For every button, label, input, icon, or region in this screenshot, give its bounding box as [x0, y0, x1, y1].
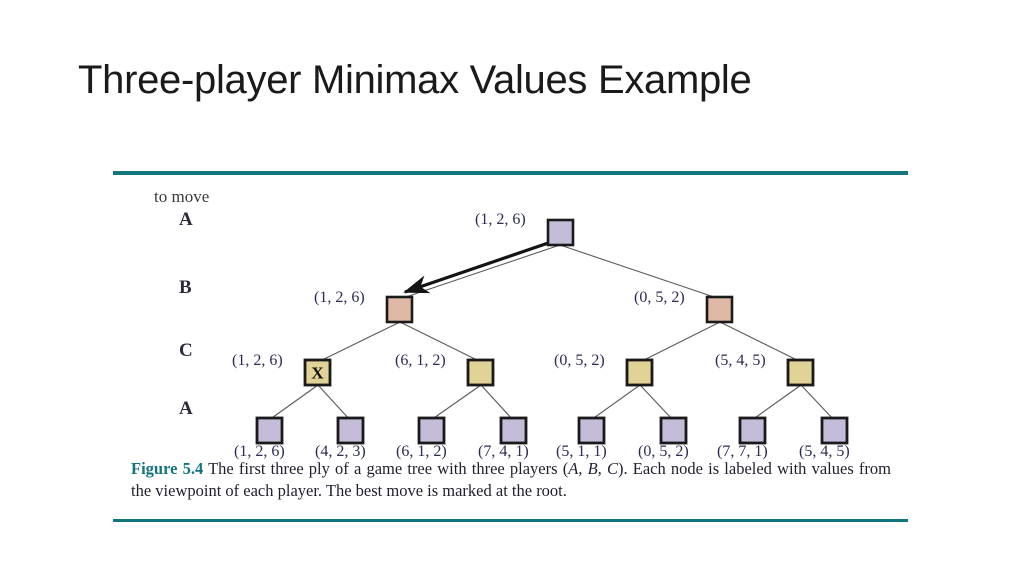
ply-label-c: C	[179, 340, 193, 361]
ply-label-a-root: A	[179, 209, 193, 230]
tree-node-leaf-1[interactable]	[255, 416, 284, 445]
tree-node-leaf-7[interactable]	[738, 416, 767, 445]
node-value-b1: (1, 2, 6)	[314, 289, 365, 306]
tree-node-c4[interactable]	[786, 358, 815, 387]
tree-edges	[268, 244, 835, 421]
figure-number: Figure 5.4	[131, 459, 204, 478]
best-move-arrow	[403, 238, 558, 294]
tree-node-c3[interactable]	[625, 358, 654, 387]
node-value-c1: (1, 2, 6)	[232, 352, 283, 369]
tree-node-leaf-6[interactable]	[659, 416, 688, 445]
figure-caption: Figure 5.4 The first three ply of a game…	[131, 458, 891, 502]
leaf-value-2: (4, 2, 3)	[315, 443, 366, 460]
figure-container: X to move A B C A (1, 2, 6) (1, 2, 6) (0…	[113, 165, 908, 523]
caption-text-part-2: ). Each node is labeled with values from…	[131, 459, 891, 500]
leaf-value-5: (5, 1, 1)	[556, 443, 607, 460]
leaf-value-8: (5, 4, 5)	[799, 443, 850, 460]
leaf-value-6: (0, 5, 2)	[638, 443, 689, 460]
leaf-value-4: (7, 4, 1)	[478, 443, 529, 460]
node-value-c4: (5, 4, 5)	[715, 352, 766, 369]
tree-node-c2[interactable]	[466, 358, 495, 387]
tree-node-b2[interactable]	[705, 295, 734, 324]
ply-label-a-leaf: A	[179, 398, 193, 419]
tree-node-leaf-2[interactable]	[336, 416, 365, 445]
page-title: Three-player Minimax Values Example	[78, 58, 752, 102]
tree-node-leaf-4[interactable]	[499, 416, 528, 445]
caption-players: A, B, C	[568, 459, 618, 478]
tree-node-root[interactable]	[546, 218, 575, 247]
node-value-root: (1, 2, 6)	[475, 211, 526, 228]
tree-node-b1[interactable]	[385, 295, 414, 324]
tree-node-leaf-5[interactable]	[577, 416, 606, 445]
node-value-b2: (0, 5, 2)	[634, 289, 685, 306]
node-value-c2: (6, 1, 2)	[395, 352, 446, 369]
leaf-value-3: (6, 1, 2)	[396, 443, 447, 460]
leaf-value-7: (7, 7, 1)	[717, 443, 768, 460]
tree-node-leaf-8[interactable]	[820, 416, 849, 445]
figure-bottom-rule	[113, 519, 908, 522]
node-value-c3: (0, 5, 2)	[554, 352, 605, 369]
leaf-value-1: (1, 2, 6)	[234, 443, 285, 460]
best-move-x-marker: X	[311, 364, 324, 383]
tree-node-c1[interactable]	[303, 358, 332, 387]
tree-node-leaf-3[interactable]	[417, 416, 446, 445]
figure-top-rule	[113, 171, 908, 175]
to-move-label: to move	[154, 187, 210, 206]
caption-text-part-1: The first three ply of a game tree with …	[203, 459, 569, 478]
ply-label-b: B	[179, 277, 192, 298]
game-tree-graphic: X	[255, 218, 849, 445]
